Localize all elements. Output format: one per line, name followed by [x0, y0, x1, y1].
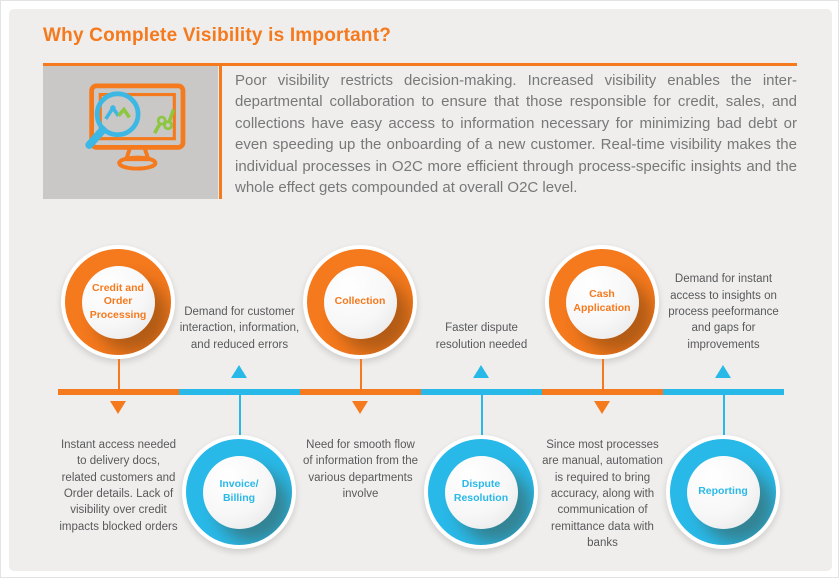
intro-divider — [219, 66, 222, 199]
circle-label: Collection — [334, 295, 386, 308]
circle-label: Dispute Resolution — [453, 478, 509, 504]
circle-reporting: Reporting — [666, 435, 780, 549]
title-divider — [43, 63, 797, 66]
circle-inner: Reporting — [686, 455, 760, 529]
circle-ring: Credit and Order Processing — [65, 249, 171, 355]
circle-ring: Dispute Resolution — [428, 439, 534, 545]
connector-line — [238, 395, 241, 435]
circle-ring: Reporting — [670, 439, 776, 545]
timeline-column-credit-order-processing: Credit and Order Processing Instant acce… — [58, 241, 179, 571]
o2c-timeline: Credit and Order Processing Instant acce… — [9, 241, 832, 571]
circle-collection: Collection — [303, 245, 417, 359]
timeline-column-collection: Collection Need for smooth flow of infor… — [300, 241, 421, 571]
circle-ring: Collection — [307, 249, 413, 355]
circle-inner: Invoice/ Billing — [202, 455, 276, 529]
circle-inner: Cash Application — [565, 265, 639, 339]
monitor-magnifier-chart-icon — [68, 78, 194, 187]
intro-paragraph: Poor visibility restricts decision-makin… — [235, 72, 797, 197]
content-panel: Why Complete Visibility is Important? — [9, 9, 832, 571]
note-credit-order: Instant access needed to delivery docs, … — [59, 439, 178, 533]
circle-ring: Cash Application — [549, 249, 655, 355]
page-title: Why Complete Visibility is Important? — [43, 25, 392, 46]
timeline-column-reporting: Demand for instant access to insights on… — [663, 241, 784, 571]
circle-credit-and-order-processing: Credit and Order Processing — [61, 245, 175, 359]
circle-label: Invoice/ Billing — [219, 478, 259, 504]
timeline-column-cash-application: Cash Application Since most processes ar… — [542, 241, 663, 571]
circle-inner: Credit and Order Processing — [81, 265, 155, 339]
circle-cash-application: Cash Application — [545, 245, 659, 359]
circle-dispute-resolution: Dispute Resolution — [424, 435, 538, 549]
timeline-bar-segment — [179, 389, 300, 395]
timeline-bar-segment — [300, 389, 421, 395]
note-dispute-resolution: Faster dispute resolution needed — [435, 322, 528, 351]
connector-line — [601, 359, 604, 389]
timeline-bar-segment — [663, 389, 784, 395]
timeline-column-dispute-resolution: Faster dispute resolution needed Dispute… — [421, 241, 542, 571]
circle-label: Cash Application — [573, 288, 631, 314]
circle-ring: Invoice/ Billing — [186, 439, 292, 545]
timeline-bar-segment — [542, 389, 663, 395]
connector-line — [117, 359, 120, 389]
note-cash-application: Since most processes are manual, automat… — [542, 439, 663, 549]
circle-label: Credit and Order Processing — [89, 281, 147, 321]
circle-inner: Collection — [323, 265, 397, 339]
connector-line — [359, 359, 362, 389]
circle-invoice-billing: Invoice/ Billing — [182, 435, 296, 549]
down-arrow-icon — [352, 401, 368, 414]
timeline-bar-segment — [58, 389, 179, 395]
connector-line — [480, 395, 483, 435]
timeline-bar-segment — [421, 389, 542, 395]
connector-line — [722, 395, 725, 435]
down-arrow-icon — [594, 401, 610, 414]
note-invoice-billing: Demand for customer interaction, informa… — [179, 306, 300, 351]
circle-label: Reporting — [698, 485, 748, 498]
note-reporting: Demand for instant access to insights on… — [668, 273, 779, 351]
up-arrow-icon — [231, 365, 247, 378]
up-arrow-icon — [715, 365, 731, 378]
down-arrow-icon — [110, 401, 126, 414]
circle-inner: Dispute Resolution — [444, 455, 518, 529]
note-collection: Need for smooth flow of information from… — [302, 439, 419, 500]
intro-icon-box — [43, 66, 218, 199]
timeline-column-invoice-billing: Demand for customer interaction, informa… — [179, 241, 300, 571]
up-arrow-icon — [473, 365, 489, 378]
